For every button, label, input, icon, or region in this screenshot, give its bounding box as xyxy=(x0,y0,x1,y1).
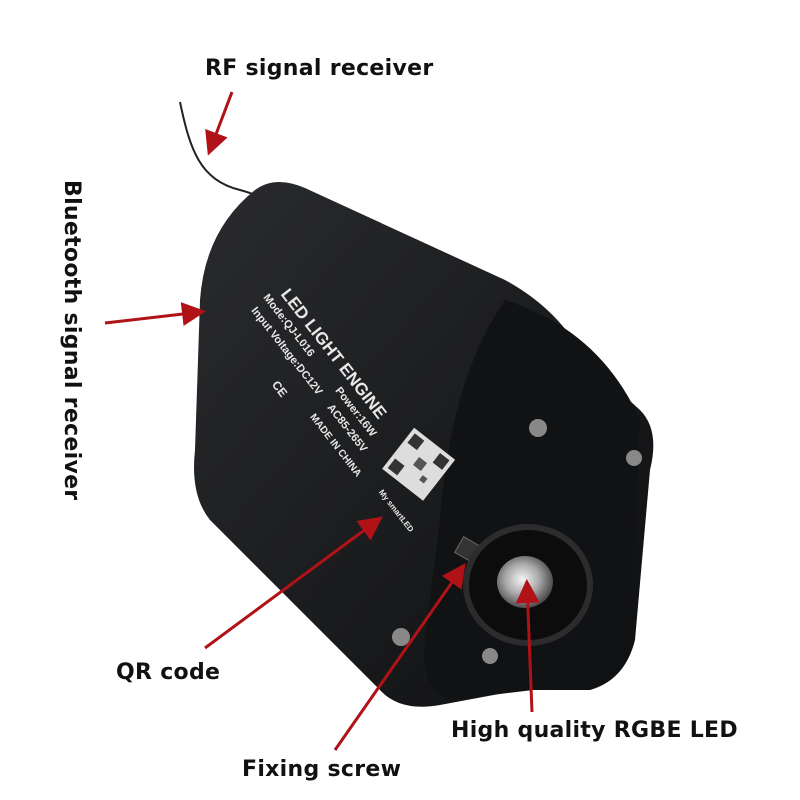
arrow-fixing xyxy=(333,563,466,751)
arrow-qr xyxy=(204,516,383,650)
label-fixing-screw: Fixing screw xyxy=(242,757,402,782)
label-rf-signal-receiver: RF signal receiver xyxy=(205,56,434,81)
arrow-bluetooth xyxy=(104,302,206,326)
label-rgbe-led: High quality RGBE LED xyxy=(451,718,738,743)
screw-right xyxy=(626,450,642,466)
label-bluetooth-signal-receiver: Bluetooth signal receiver xyxy=(59,180,84,501)
screw-top xyxy=(529,419,547,437)
arrow-rf xyxy=(205,91,234,156)
screw-bottom-right xyxy=(482,648,498,664)
label-qr-code: QR code xyxy=(116,660,221,685)
led-lens xyxy=(497,556,553,608)
screw-bottom-left xyxy=(392,628,410,646)
qr-code xyxy=(382,427,456,501)
arrow-led xyxy=(515,579,540,713)
